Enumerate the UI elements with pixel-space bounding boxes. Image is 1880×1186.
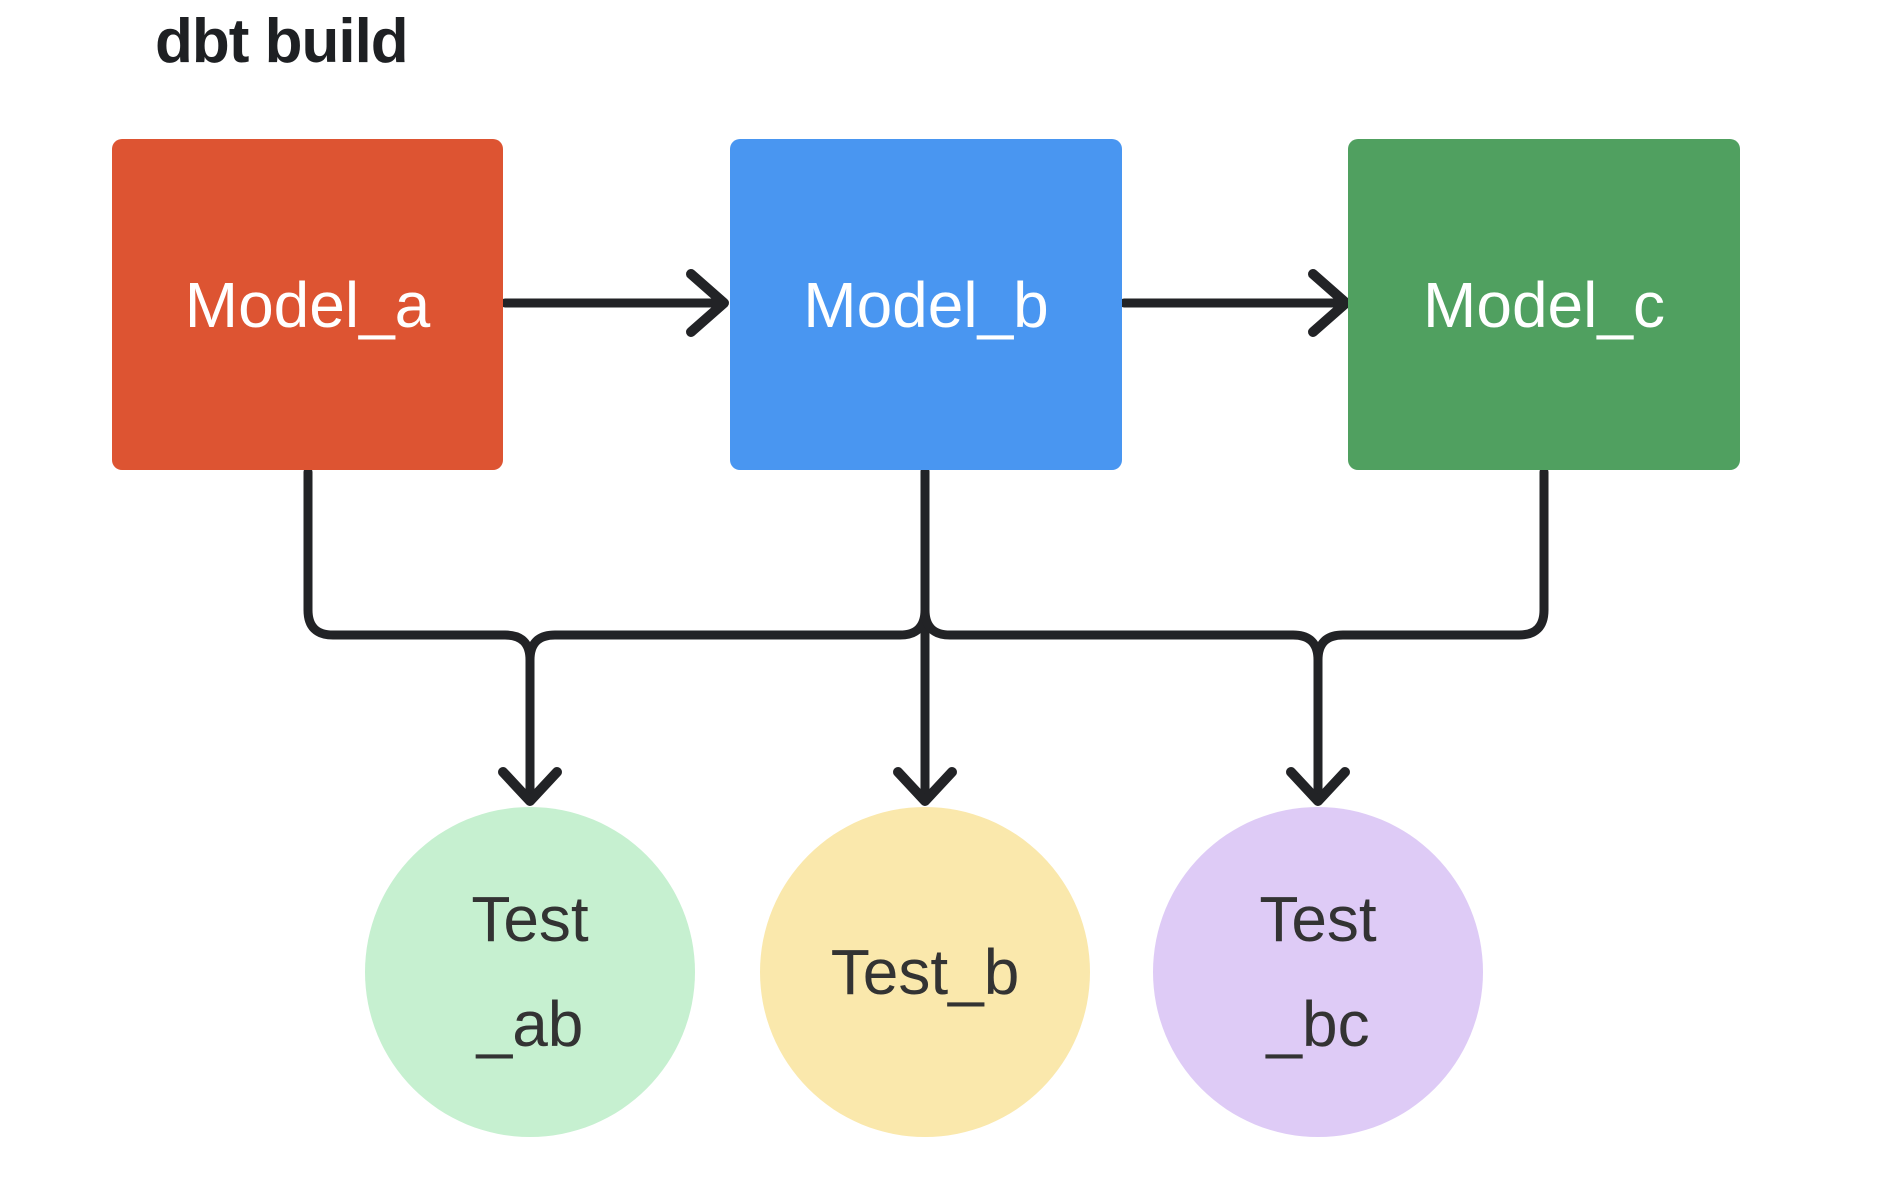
node-model-c: Model_c [1348, 139, 1740, 470]
edge-model-b-to-test-bc [920, 467, 1323, 803]
node-test-b-label-line1: Test_b [830, 935, 1020, 1008]
node-model-c-label: Model_c [1423, 268, 1665, 341]
node-test-bc-label-line1: Test [1259, 883, 1377, 956]
node-test-ab-label-line2: _ab [476, 988, 584, 1060]
edge-model-a-to-test-ab [303, 467, 535, 803]
node-test-ab: Test _ab [365, 807, 695, 1137]
node-test-bc-label-line2: _bc [1266, 988, 1370, 1060]
node-model-b-label: Model_b [803, 268, 1049, 341]
edge-model-c-to-test-bc [1313, 467, 1549, 803]
edge-group [303, 269, 1549, 806]
arrowhead-model-c-icon [1308, 269, 1351, 337]
node-test-b: Test_b [760, 807, 1090, 1137]
node-model-a: Model_a [112, 139, 503, 470]
node-test-ab-label-line1: Test [471, 883, 589, 956]
arrowhead-test-bc-icon [1286, 767, 1350, 806]
node-test-bc: Test _bc [1153, 807, 1483, 1137]
diagram-title: dbt build [155, 7, 409, 76]
edge-model-b-to-test-ab [525, 467, 930, 803]
node-model-b: Model_b [730, 139, 1122, 470]
arrowhead-model-b-icon [686, 269, 729, 337]
arrowhead-test-b-icon [893, 767, 957, 806]
node-model-a-label: Model_a [184, 268, 431, 341]
arrowhead-test-ab-icon [498, 767, 562, 806]
